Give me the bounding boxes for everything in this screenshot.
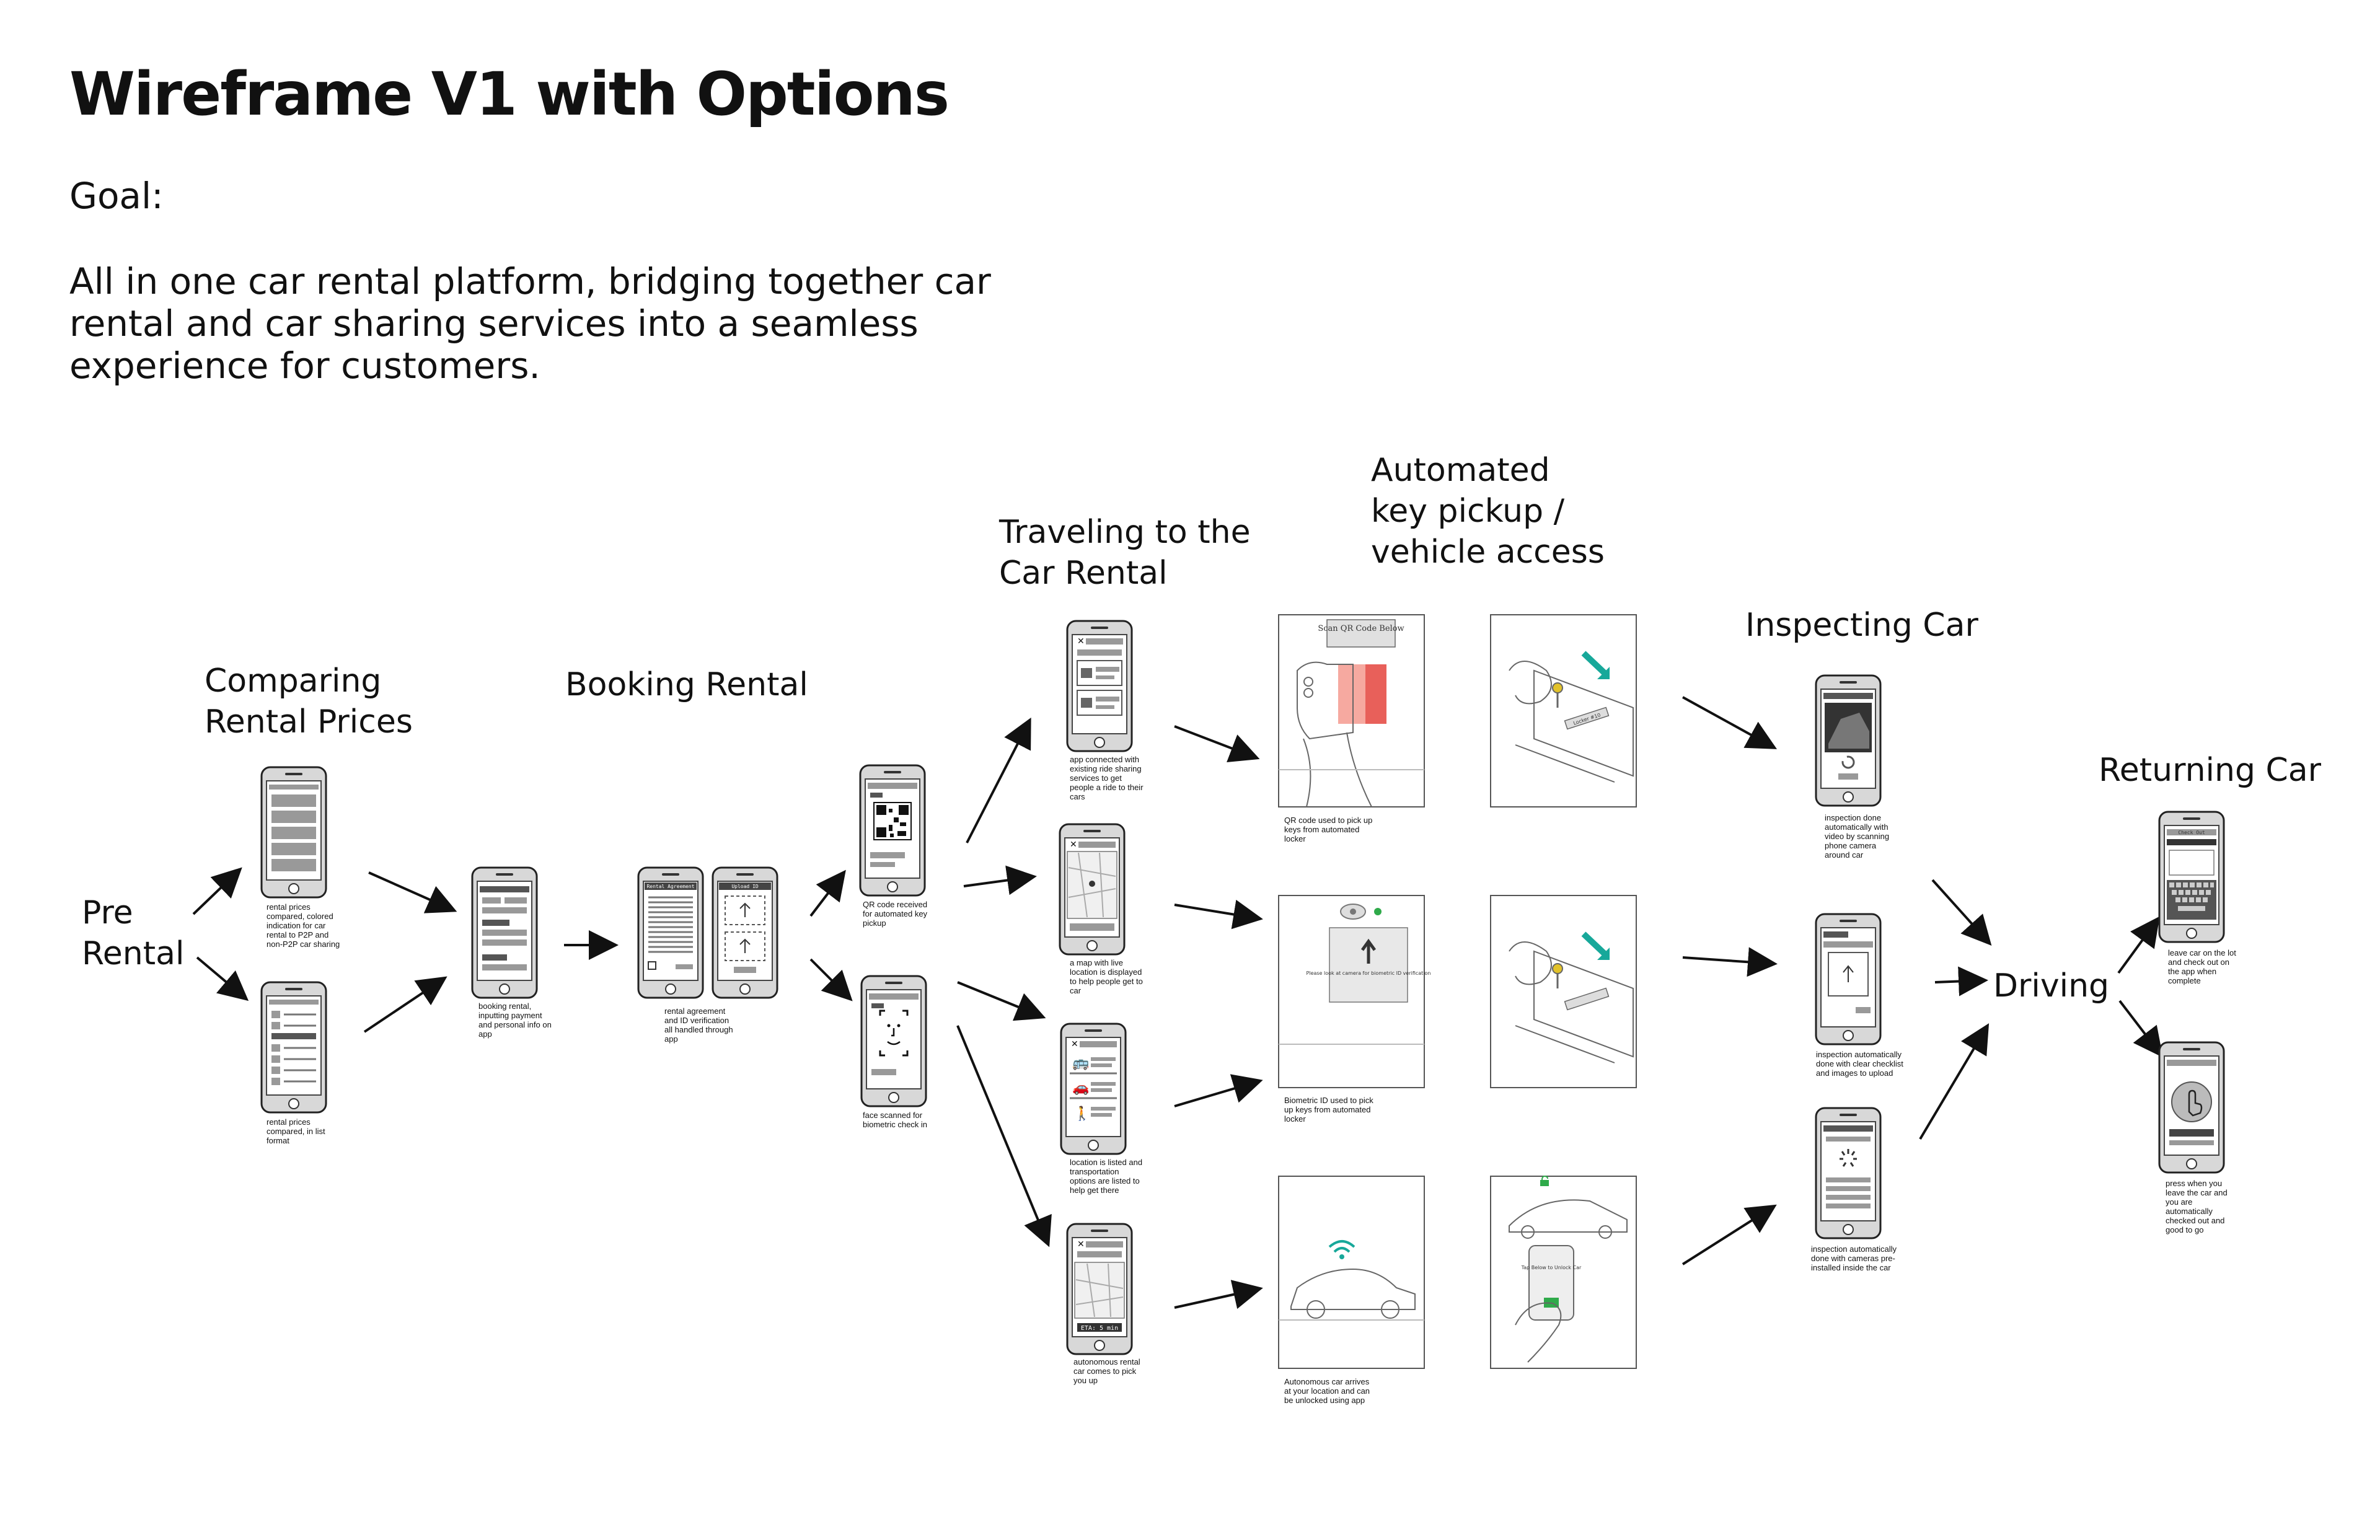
arrow-locker1-to-video bbox=[1682, 696, 1778, 749]
stage-traveling: Traveling to the Car Rental bbox=[999, 514, 1251, 592]
panel-bio-locker: Please look at camera for biometric ID v… bbox=[1278, 895, 1431, 1088]
caption-qr: QR code received for automated key picku… bbox=[863, 900, 928, 928]
arrow-map-to-biolocker bbox=[1174, 899, 1263, 930]
stage-driving: Driving bbox=[1993, 967, 2110, 1005]
caption-insp-camera: inspection automatically done with camer… bbox=[1811, 1244, 1897, 1272]
phone-transport: ✕ 🚌 🚗 🚶 bbox=[1060, 1023, 1127, 1155]
arrow-pre-to-list bbox=[196, 956, 249, 1001]
caption-ride-share: app connected with existing ride sharing… bbox=[1070, 755, 1144, 801]
arrow-checklist-to-driving bbox=[1934, 966, 1988, 997]
caption-autonomous: autonomous rental car comes to pick you … bbox=[1073, 1357, 1140, 1385]
panel-qr-locker: Scan QR Code Below bbox=[1278, 614, 1425, 807]
bio-prompt-text: Please look at camera for biometric ID v… bbox=[1307, 970, 1431, 976]
panel-auto-arrive bbox=[1278, 1176, 1425, 1369]
phone-compare-color bbox=[260, 766, 327, 899]
phone-qr bbox=[859, 764, 926, 897]
stage-booking: Booking Rental bbox=[565, 666, 808, 703]
arrow-transport-to-biolocker bbox=[1174, 1074, 1263, 1107]
arrow-ride-to-qrlocker bbox=[1174, 725, 1260, 763]
arrow-pre-to-color bbox=[192, 867, 242, 915]
caption-qr-locker: QR code used to pick up keys from automa… bbox=[1284, 816, 1373, 843]
upload-id-header: Upload ID bbox=[731, 884, 759, 889]
panel-locker-1: Locker #10 bbox=[1490, 614, 1637, 807]
caption-booking: booking rental, inputting payment and pe… bbox=[478, 1001, 552, 1039]
bus-icon: 🚌 bbox=[1072, 1055, 1089, 1071]
goal-label: Goal: bbox=[69, 175, 164, 217]
phone-return-press bbox=[2158, 1041, 2225, 1174]
arrow-driving-to-lot bbox=[2117, 916, 2160, 974]
arrow-qr-to-map bbox=[963, 865, 1037, 895]
caption-live-map: a map with live location is displayed to… bbox=[1070, 958, 1143, 995]
phone-live-map: ✕ bbox=[1059, 823, 1126, 956]
stage-key-pickup: Automated key pickup / vehicle access bbox=[1371, 452, 1605, 571]
caption-insp-video: inspection done automatically with video… bbox=[1825, 813, 1890, 860]
goal-text: All in one car rental platform, bridging… bbox=[69, 260, 991, 387]
stage-returning: Returning Car bbox=[2099, 752, 2322, 789]
caption-face: face scanned for biometric check in bbox=[863, 1111, 928, 1129]
phone-booking bbox=[471, 866, 538, 999]
caption-bio-locker: Biometric ID used to pick up keys from a… bbox=[1284, 1096, 1373, 1124]
caption-agreement: rental agreement and ID verification all… bbox=[664, 1006, 733, 1044]
check-out-header: Check Out bbox=[2178, 830, 2205, 835]
phone-upload-id: Upload ID bbox=[712, 866, 778, 999]
phone-insp-checklist bbox=[1815, 913, 1882, 1045]
caption-auto-arrive: Autonomous car arrives at your location … bbox=[1284, 1377, 1370, 1405]
stage-comparing: Comparing Rental Prices bbox=[205, 662, 413, 741]
page-title: Wireframe V1 with Options bbox=[69, 59, 950, 129]
arrow-face-to-auto bbox=[956, 1025, 1052, 1247]
arrow-driving-to-press bbox=[2118, 1000, 2163, 1058]
caption-return-press: press when you leave the car and you are… bbox=[2166, 1179, 2228, 1234]
agreement-header: Rental Agreement bbox=[646, 884, 694, 889]
car-icon: 🚗 bbox=[1072, 1080, 1089, 1096]
caption-transport: location is listed and transportation op… bbox=[1070, 1158, 1143, 1195]
flow-arrows bbox=[192, 696, 2163, 1309]
eta-readout: ETA: 5 min bbox=[1081, 1325, 1118, 1332]
phone-insp-video bbox=[1815, 674, 1882, 807]
walk-icon: 🚶 bbox=[1073, 1106, 1090, 1122]
close-icon: ✕ bbox=[1077, 1239, 1085, 1249]
close-icon: ✕ bbox=[1077, 636, 1085, 646]
caption-compare-color: rental prices compared, colored indicati… bbox=[267, 902, 340, 949]
tap-unlock-text: Tap Below to Unlock Car bbox=[1521, 1265, 1582, 1270]
arrow-unlock-to-camera bbox=[1681, 1204, 1777, 1265]
stage-inspecting: Inspecting Car bbox=[1745, 607, 1978, 644]
stage-pre-rental: Pre Rental bbox=[82, 894, 185, 972]
arrow-locker2-to-checklist bbox=[1682, 947, 1778, 977]
arrow-auto-to-arrive bbox=[1174, 1280, 1263, 1309]
arrow-qr-to-ride bbox=[966, 717, 1031, 843]
phone-face bbox=[860, 975, 927, 1107]
phone-agreement: Rental Agreement bbox=[637, 866, 704, 999]
phone-insp-camera bbox=[1815, 1107, 1882, 1239]
panel-unlock-app: Tap Below to Unlock Car bbox=[1490, 1175, 1637, 1369]
arrow-color-to-booking bbox=[368, 871, 457, 913]
caption-insp-checklist: inspection automatically done with clear… bbox=[1816, 1050, 1903, 1078]
phone-ride-share: ✕ bbox=[1066, 620, 1133, 752]
phone-compare-list bbox=[260, 981, 327, 1114]
caption-return-lot: leave car on the lot and check out on th… bbox=[2168, 948, 2236, 985]
arrow-agreement-to-qr bbox=[809, 869, 846, 917]
phone-autonomous: ✕ ETA: 5 min bbox=[1066, 1223, 1133, 1355]
close-icon: ✕ bbox=[1070, 840, 1077, 850]
arrow-agreement-to-face bbox=[809, 958, 853, 1001]
close-icon: ✕ bbox=[1071, 1039, 1078, 1049]
scan-qr-text: Scan QR Code Below bbox=[1318, 624, 1404, 633]
panel-locker-2 bbox=[1490, 895, 1637, 1088]
arrow-face-to-transport bbox=[957, 981, 1046, 1021]
arrow-list-to-booking bbox=[363, 976, 447, 1033]
arrow-camera-to-driving bbox=[1919, 1023, 1990, 1140]
phone-return-lot: Check Out bbox=[2158, 811, 2225, 943]
arrow-video-to-driving bbox=[1931, 879, 1992, 946]
caption-compare-list: rental prices compared, in list format bbox=[267, 1117, 325, 1145]
